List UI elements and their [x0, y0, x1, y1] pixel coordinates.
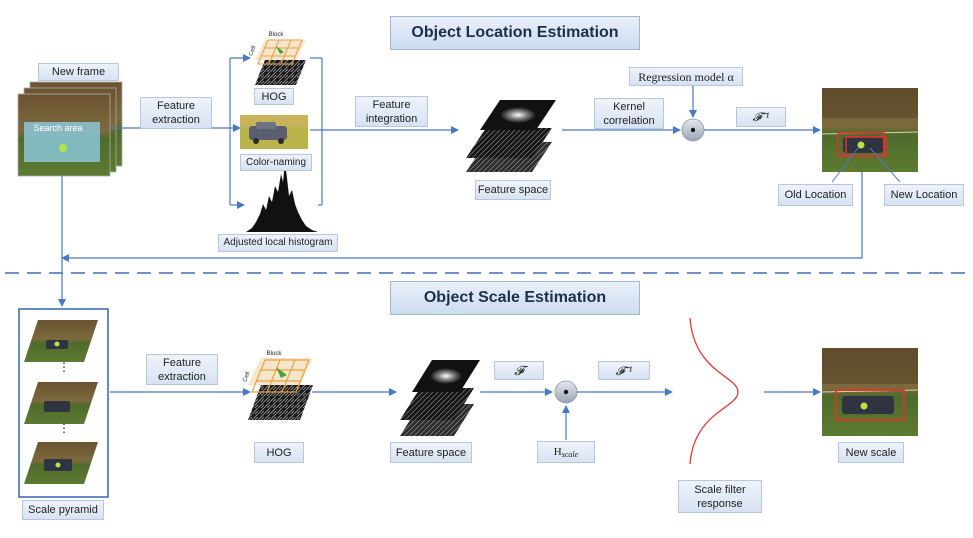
label-scale-pyramid: Scale pyramid [22, 500, 104, 520]
label-hog-block-top: Block [268, 32, 284, 38]
label-color-naming: Color-naming [240, 154, 312, 171]
title-object-location: Object Location Estimation [390, 16, 640, 50]
label-new-scale: New scale [838, 442, 904, 463]
feature-space-bottom-image [400, 360, 480, 436]
label-feature-extraction-bottom: Feature extraction [146, 354, 218, 385]
scale-pyramid-images [24, 320, 98, 484]
title-object-scale: Object Scale Estimation [390, 281, 640, 315]
new-scale-image [821, 348, 919, 436]
label-feature-integration: Feature integration [355, 96, 428, 127]
label-kernel-correlation: Kernel correlation [594, 98, 664, 129]
label-search-area: Search area [33, 123, 83, 133]
hog-image-top [255, 39, 306, 85]
feedback-arrow [61, 172, 863, 262]
label-old-location: Old Location [778, 184, 853, 206]
pyramid-dots-1: ⋮ [58, 360, 70, 374]
label-hog-bottom: HOG [254, 442, 304, 463]
hog-image-bottom [248, 358, 313, 420]
scale-pyramid-frame [18, 308, 109, 498]
label-hog-top: HOG [254, 88, 294, 105]
label-scale-filter-response: Scale filter response [678, 480, 762, 513]
color-naming-image [240, 115, 308, 149]
label-feature-space-bottom: Feature space [390, 442, 472, 463]
adjusted-histogram-image [246, 162, 318, 232]
location-result-image [821, 88, 919, 172]
label-adjusted-histogram: Adjusted local histogram [218, 234, 338, 252]
label-new-location: New Location [884, 184, 964, 206]
label-feature-space-top: Feature space [475, 180, 551, 200]
label-new-frame: New frame [38, 63, 119, 81]
new-location-box [845, 136, 887, 157]
label-inverse-fourier-top: 𝓕⁻¹ [736, 107, 786, 127]
label-feature-extraction-top: Feature extraction [140, 97, 212, 129]
label-fourier: 𝓕 [494, 361, 544, 380]
h-scale-subscript: scale [561, 450, 579, 459]
label-inverse-fourier-bottom: 𝓕⁻¹ [598, 361, 650, 380]
label-hog-block-bottom: Block [266, 351, 282, 357]
feature-space-top-image [466, 100, 556, 172]
scale-response-curve [689, 317, 739, 465]
search-area-highlight [24, 122, 100, 162]
label-regression-model: Regression model α [629, 67, 743, 86]
h-scale-symbol: H [553, 446, 562, 458]
new-scale-box [835, 389, 905, 421]
pyramid-dots-2: ⋮ [58, 421, 70, 435]
new-frame-image-stack [17, 81, 123, 177]
